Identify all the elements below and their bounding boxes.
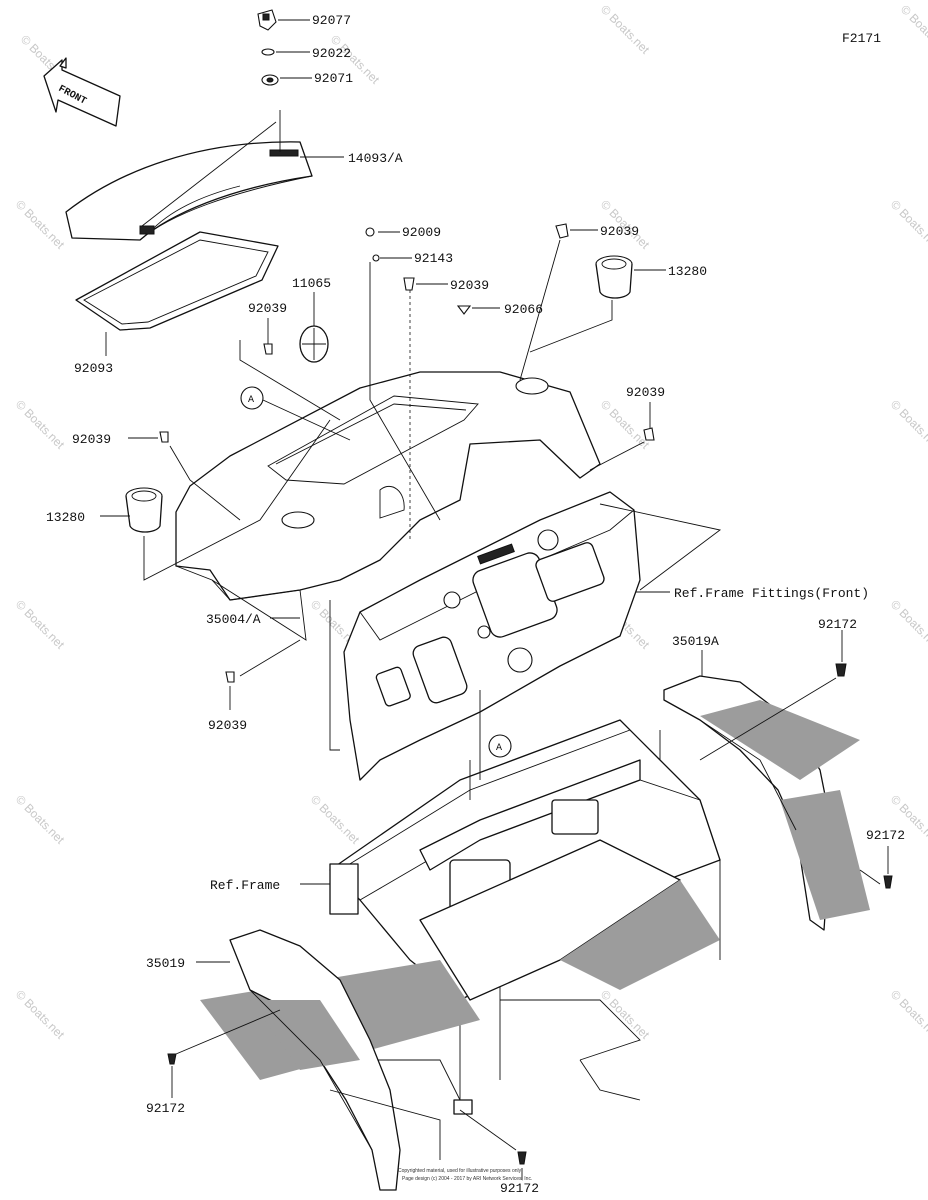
clip-92039-icon: [263, 343, 273, 355]
part-label: 14093/A: [348, 151, 403, 166]
part-label: 92143: [414, 251, 453, 266]
top-cover-part: [65, 141, 313, 241]
clip-92009-icon: [365, 227, 375, 237]
part-label: 92009: [402, 225, 441, 240]
part-label: 92066: [504, 302, 543, 317]
callout-a-lower: A: [488, 734, 512, 758]
front-arrow-icon: FRONT: [43, 57, 121, 127]
part-label: 35019A: [672, 634, 719, 649]
clip-92039-icon: [555, 223, 569, 239]
part-label: 92039: [72, 432, 111, 447]
screw-92172-icon: [167, 1053, 177, 1065]
callout-a-upper: A: [240, 386, 264, 410]
clip-92039-icon: [159, 431, 169, 443]
part-label: 92172: [818, 617, 857, 632]
part-label: 35019: [146, 956, 185, 971]
watermark: © Boats.net: [888, 597, 928, 652]
clip-92143-icon: [372, 254, 380, 262]
part-label: 92022: [312, 46, 351, 61]
fender-left-part: [229, 929, 441, 1191]
callout-a-letter: A: [496, 743, 502, 754]
part-label: 92039: [208, 718, 247, 733]
part-label: 92039: [626, 385, 665, 400]
clip-92039-icon: [225, 671, 235, 683]
washer-92022-icon: [261, 48, 275, 56]
screw-92172-icon: [517, 1151, 527, 1165]
cap-11065-part: [299, 325, 329, 363]
part-label: 92071: [314, 71, 353, 86]
watermark: © Boats.net: [13, 987, 68, 1042]
part-label: 92077: [312, 13, 351, 28]
diagram-id: F2171: [842, 31, 881, 46]
part-label: 92039: [450, 278, 489, 293]
fender-right-part: [663, 675, 870, 931]
watermark: © Boats.net: [888, 397, 928, 452]
screw-92172-icon: [883, 875, 893, 889]
clip-92077-icon: [257, 9, 277, 31]
callout-a-letter: A: [248, 395, 254, 406]
footer-copyright: Page design (c) 2004 - 2017 by ARI Netwo…: [402, 1176, 532, 1182]
nut-92071-icon: [261, 74, 279, 86]
part-label: 11065: [292, 276, 331, 291]
dash-panel-part: [343, 491, 641, 781]
cup-holder-left-part: [125, 487, 163, 533]
watermark: © Boats.net: [888, 987, 928, 1042]
seal-part: [75, 231, 279, 331]
part-label: Ref.Frame: [210, 878, 280, 893]
part-label: 13280: [46, 510, 85, 525]
watermark: © Boats.net: [898, 2, 928, 57]
clip-92039-icon: [643, 427, 655, 441]
watermark: © Boats.net: [13, 792, 68, 847]
watermark: © Boats.net: [598, 397, 653, 452]
frame-part: [200, 719, 721, 1115]
watermark: © Boats.net: [13, 197, 68, 252]
watermark: © Boats.net: [308, 792, 363, 847]
screw-92172-icon: [835, 663, 847, 677]
watermark: © Boats.net: [13, 397, 68, 452]
watermark: © Boats.net: [13, 597, 68, 652]
watermark: © Boats.net: [598, 2, 653, 57]
clip-92066-icon: [456, 305, 472, 315]
watermark: © Boats.net: [598, 987, 653, 1042]
part-label: Ref.Frame Fittings(Front): [674, 586, 869, 601]
clip-92039-icon: [403, 277, 415, 291]
part-label: 13280: [668, 264, 707, 279]
part-label: 92039: [600, 224, 639, 239]
part-label: 92172: [500, 1181, 539, 1196]
footer-copyright: Copyrighted material, used for illustrat…: [398, 1168, 522, 1174]
cup-holder-right-part: [595, 255, 633, 299]
part-label: 92172: [866, 828, 905, 843]
part-label: 92172: [146, 1101, 185, 1116]
part-label: 92093: [74, 361, 113, 376]
watermark: © Boats.net: [888, 197, 928, 252]
part-label: 92039: [248, 301, 287, 316]
part-label: 35004/A: [206, 612, 261, 627]
